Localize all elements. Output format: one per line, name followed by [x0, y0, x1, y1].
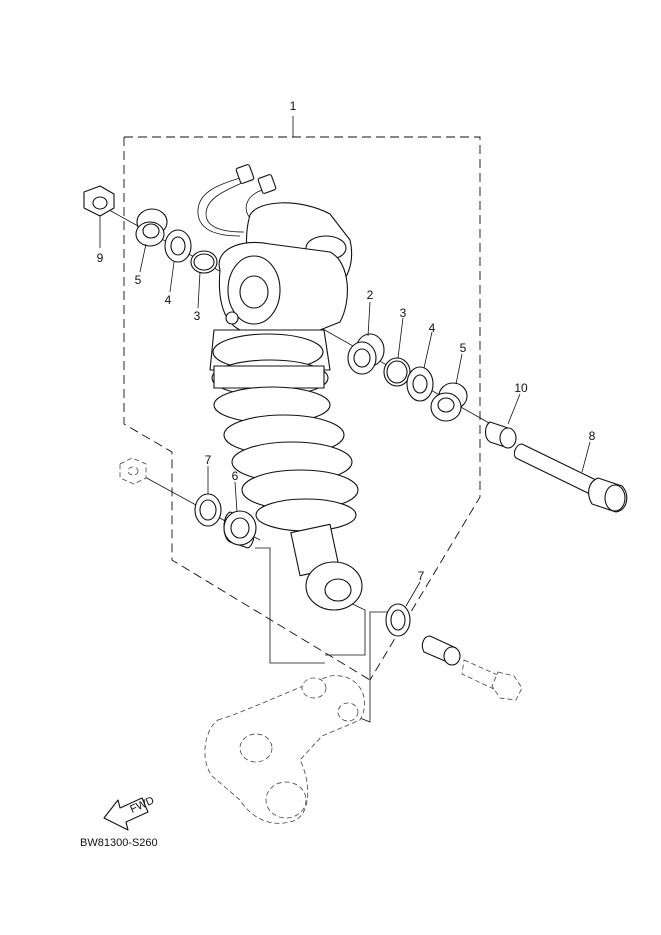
callout-2: 2: [367, 288, 374, 302]
forward-direction-icon: FWD: [103, 795, 156, 831]
callout-8: 8: [589, 429, 596, 443]
callout-4-right: 4: [429, 321, 436, 335]
callout-5-right: 5: [460, 341, 467, 355]
figure-code: BW81300-S260: [80, 837, 158, 849]
callout-4-left: 4: [165, 293, 172, 307]
relay-arm-ghost: [204, 675, 365, 824]
callout-leaders: [99, 215, 591, 607]
bearing-part-6: [223, 510, 257, 549]
oil-seal-part-7-right: [385, 603, 411, 637]
washer-part-4-left: [164, 229, 192, 263]
rear-shock-absorber: [197, 164, 363, 611]
callout-numbers: 1 9 5 4 3 2 3 4 5 10 8 7 6 7: [97, 99, 596, 583]
nut-ghost-left: [119, 457, 147, 485]
lower-collar-and-bolt: [421, 635, 523, 701]
washer-part-4-right: [406, 366, 434, 402]
bolt-part-8: [513, 443, 628, 513]
callout-6: 6: [232, 469, 239, 483]
callout-3-right: 3: [400, 306, 407, 320]
collar-part-5-left: [135, 208, 168, 247]
oil-seal-part-7-left: [194, 493, 222, 527]
oring-part-3-right: [383, 357, 411, 387]
callout-1: 1: [290, 99, 297, 113]
callout-3-left: 3: [194, 309, 201, 323]
oring-part-3-left: [190, 250, 218, 274]
callout-10: 10: [514, 381, 528, 395]
bearing-part-2: [347, 333, 385, 375]
callout-7-left: 7: [205, 453, 212, 467]
callout-5-left: 5: [135, 273, 142, 287]
assembly-boundary: [123, 116, 481, 681]
collar-part-5-right: [430, 382, 468, 422]
nut-part-9: [83, 185, 115, 217]
spacer-part-10: [484, 421, 517, 449]
callout-9: 9: [97, 251, 104, 265]
callout-7-right: 7: [418, 569, 425, 583]
